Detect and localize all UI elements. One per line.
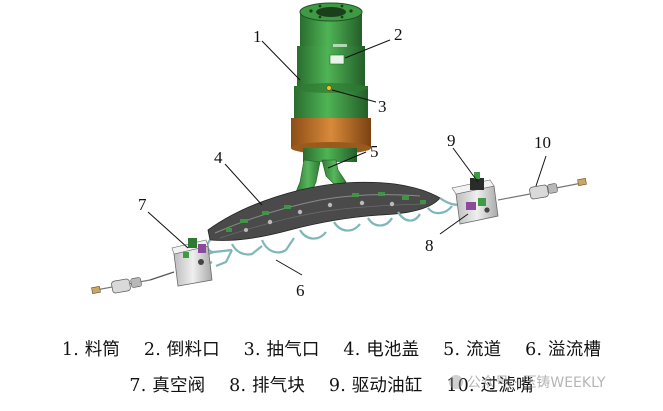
barrel-assembly <box>291 2 371 162</box>
callout-labels: 1 2 3 4 5 6 7 8 9 10 <box>138 25 551 300</box>
callout-3: 3 <box>378 97 387 116</box>
overflow-tubing <box>198 197 463 268</box>
watermark: 公众号 · 压铸WEEKLY <box>449 372 606 392</box>
callout-8: 8 <box>425 236 434 255</box>
callout-1: 1 <box>253 27 262 46</box>
callout-6: 6 <box>296 281 305 300</box>
caption-item: 2. 倒料口 <box>143 340 220 360</box>
caption-item: 7. 真空阀 <box>129 376 206 396</box>
callout-5: 5 <box>370 142 379 161</box>
wechat-icon <box>449 375 463 389</box>
watermark-text: 公众号 · 压铸WEEKLY <box>467 375 606 391</box>
caption-item: 5. 流道 <box>443 340 502 360</box>
caption-row-2: 7. 真空阀 8. 排气块 9. 驱动油缸 10. 过滤嘴 <box>0 372 663 397</box>
leader-lines <box>147 39 547 276</box>
battery-cover-casting <box>207 181 441 241</box>
caption-item: 9. 驱动油缸 <box>328 376 423 396</box>
caption-item: 10. 过滤嘴 <box>446 376 534 396</box>
callout-10: 10 <box>534 133 551 152</box>
callout-4: 4 <box>214 148 223 167</box>
caption-item: 8. 排气块 <box>229 376 306 396</box>
caption-row-1: 1. 料筒 2. 倒料口 3. 抽气口 4. 电池盖 5. 流道 6. 溢流槽 <box>0 336 663 361</box>
caption-item: 4. 电池盖 <box>343 340 420 360</box>
filter-left <box>91 277 142 294</box>
vacuum-valve-left <box>91 238 213 294</box>
drive-cylinder <box>470 172 484 190</box>
callout-7: 7 <box>138 195 147 214</box>
callout-9: 9 <box>447 131 456 150</box>
caption-item: 6. 溢流槽 <box>525 340 602 360</box>
callout-2: 2 <box>394 25 403 44</box>
filter-right <box>497 178 587 201</box>
caption-item: 3. 抽气口 <box>243 340 320 360</box>
caption-item: 1. 料筒 <box>61 340 121 360</box>
